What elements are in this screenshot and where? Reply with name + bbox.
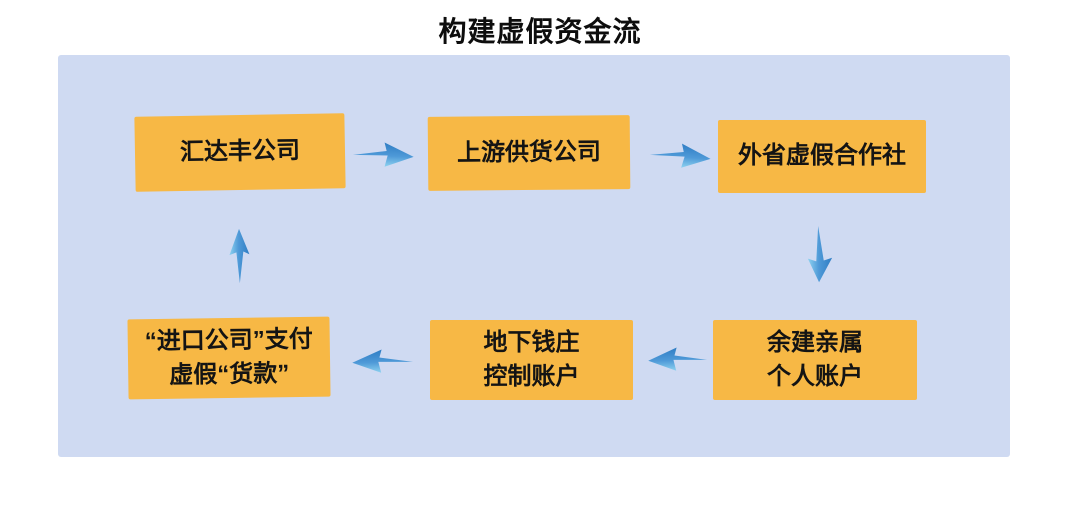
arrow-down-icon <box>806 226 834 284</box>
arrow-left-icon <box>647 344 708 373</box>
node-label: 外省虚假合作社 <box>738 142 906 170</box>
node-label: 余建亲属 <box>767 328 863 356</box>
flow-node-relatives-accounts: 余建亲属 个人账户 <box>713 320 917 400</box>
arrow-right-icon <box>649 138 713 171</box>
flow-node-upstream-supplier: 上游供货公司 <box>427 115 631 191</box>
arrow-left-icon <box>351 346 414 375</box>
node-label: 控制账户 <box>483 363 580 390</box>
diagram-title: 构建虚假资金流 <box>438 16 642 47</box>
node-label: 地下钱庄 <box>483 328 580 356</box>
node-label: 个人账户 <box>767 363 863 390</box>
flow-node-import-payment: “进口公司”支付 虚假“货款” <box>127 316 331 400</box>
flow-node-fake-coop: 外省虚假合作社 <box>718 120 926 193</box>
node-label: “进口公司”支付 <box>144 325 313 356</box>
node-label: 上游供货公司 <box>456 138 602 167</box>
arrow-right-icon <box>352 138 415 169</box>
flow-node-underground-bank: 地下钱庄 控制账户 <box>430 320 633 400</box>
node-label: 汇达丰公司 <box>179 137 301 167</box>
arrow-up-icon <box>226 227 252 285</box>
flow-node-huidafeng-company: 汇达丰公司 <box>134 113 346 192</box>
node-label: 虚假“货款” <box>169 360 290 389</box>
